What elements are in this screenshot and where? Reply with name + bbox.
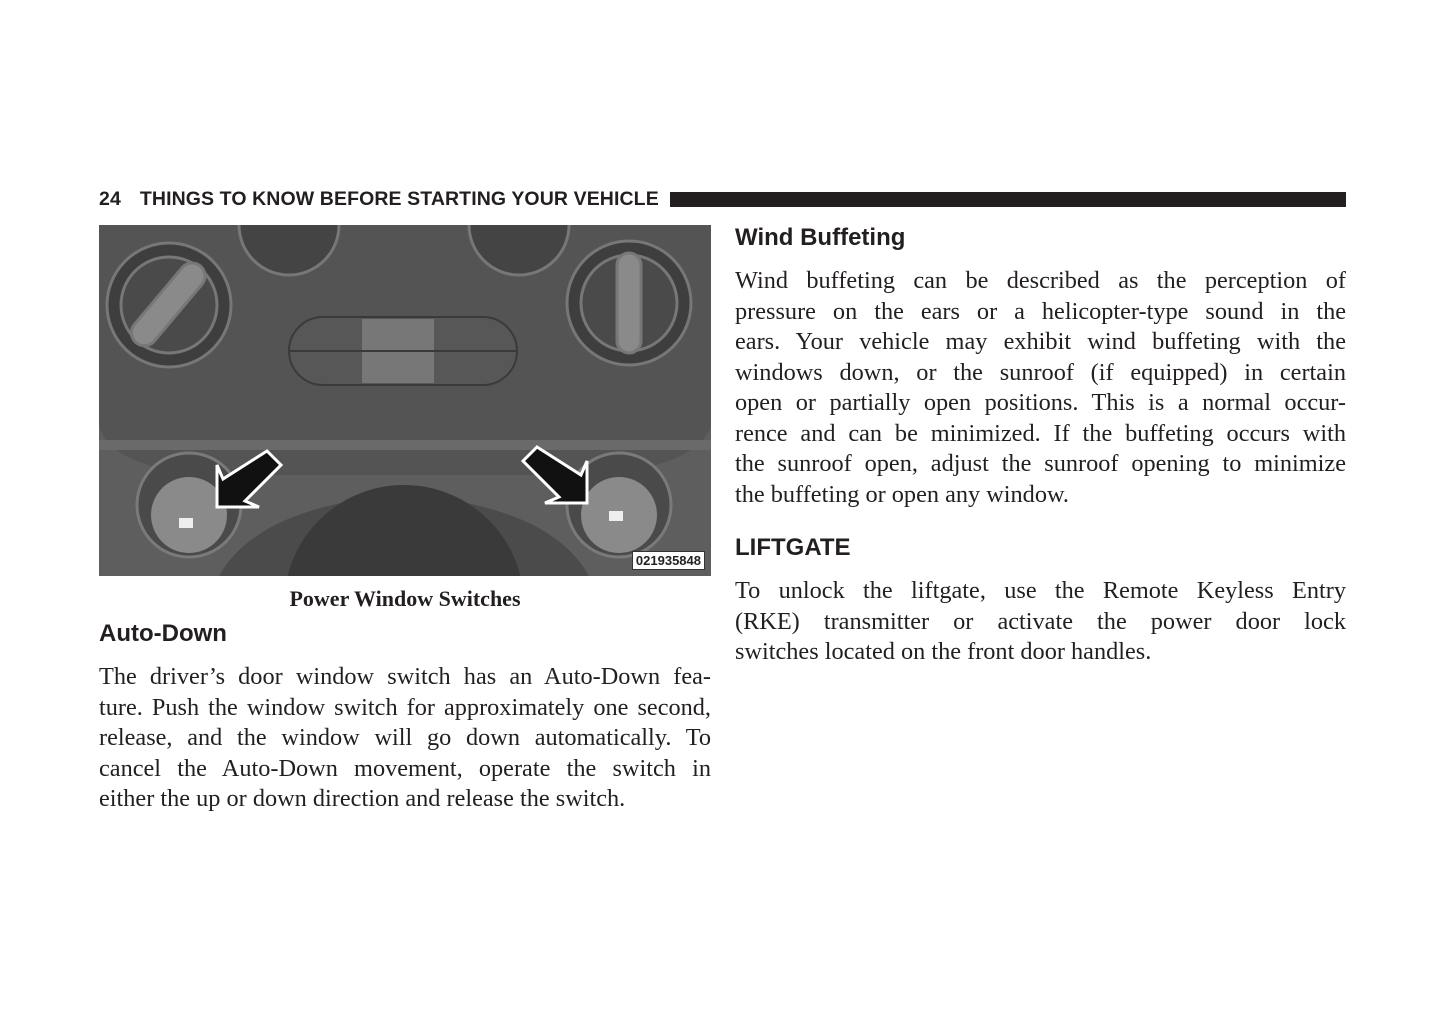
window-switch-right <box>565 451 673 559</box>
text-line: either the up or down direction and rele… <box>99 785 626 812</box>
arrow-right <box>520 445 589 505</box>
wind-buffeting-paragraph: Wind buffeting can be described as the p… <box>735 266 1346 510</box>
text-line: The driver’s door window switch has an A… <box>99 663 711 690</box>
text-line: windows down, or the sunroof (if equippe… <box>735 358 1346 386</box>
auto-down-paragraph: The driver’s door window switch has an A… <box>99 662 711 815</box>
text-line: the sunroof open, adjust the sunroof ope… <box>735 450 1346 477</box>
text-line: ture. Push the window switch for approxi… <box>99 693 711 721</box>
heading-liftgate: LIFTGATE <box>735 534 851 561</box>
text-line: Wind buffeting can be described as the p… <box>735 267 1346 294</box>
text-line: ears. Your vehicle may exhibit wind buff… <box>735 328 1346 355</box>
section-title: THINGS TO KNOW BEFORE STARTING YOUR VEHI… <box>139 187 659 210</box>
figure-id: 021935848 <box>631 551 705 570</box>
window-switch-left <box>135 451 243 559</box>
text-line: pressure on the ears or a helicopter-typ… <box>735 297 1346 325</box>
vent-knob-right <box>565 239 693 367</box>
text-line: cancel the Auto-Down movement, operate t… <box>99 754 711 782</box>
text-line: open or partially open positions. This i… <box>735 389 1346 416</box>
power-window-switches-illustration: 021935848 <box>99 225 711 576</box>
figure-caption: Power Window Switches <box>289 586 521 611</box>
heading-wind-buffeting: Wind Buffeting <box>735 224 906 251</box>
page-number: 24 <box>99 187 121 210</box>
text-line: release, and the window will go down aut… <box>99 724 711 751</box>
vent-knob-left <box>105 241 233 369</box>
dashboard-drawing <box>99 225 711 576</box>
arrow-left <box>215 449 284 509</box>
text-line: switches located on the front door handl… <box>735 638 1152 665</box>
heading-auto-down: Auto-Down <box>99 620 227 647</box>
text-line: (RKE) transmitter or activate the power … <box>735 607 1346 635</box>
text-line: rence and can be minimized. If the buffe… <box>735 419 1346 447</box>
button-cluster <box>288 316 518 386</box>
header-rule <box>669 191 1346 207</box>
liftgate-paragraph: To unlock the liftgate, use the Remote K… <box>735 576 1346 668</box>
text-line: To unlock the liftgate, use the Remote K… <box>735 577 1346 604</box>
text-line: the buffeting or open any window. <box>735 480 1070 508</box>
page-header: 24 THINGS TO KNOW BEFORE STARTING YOUR V… <box>99 187 1346 211</box>
